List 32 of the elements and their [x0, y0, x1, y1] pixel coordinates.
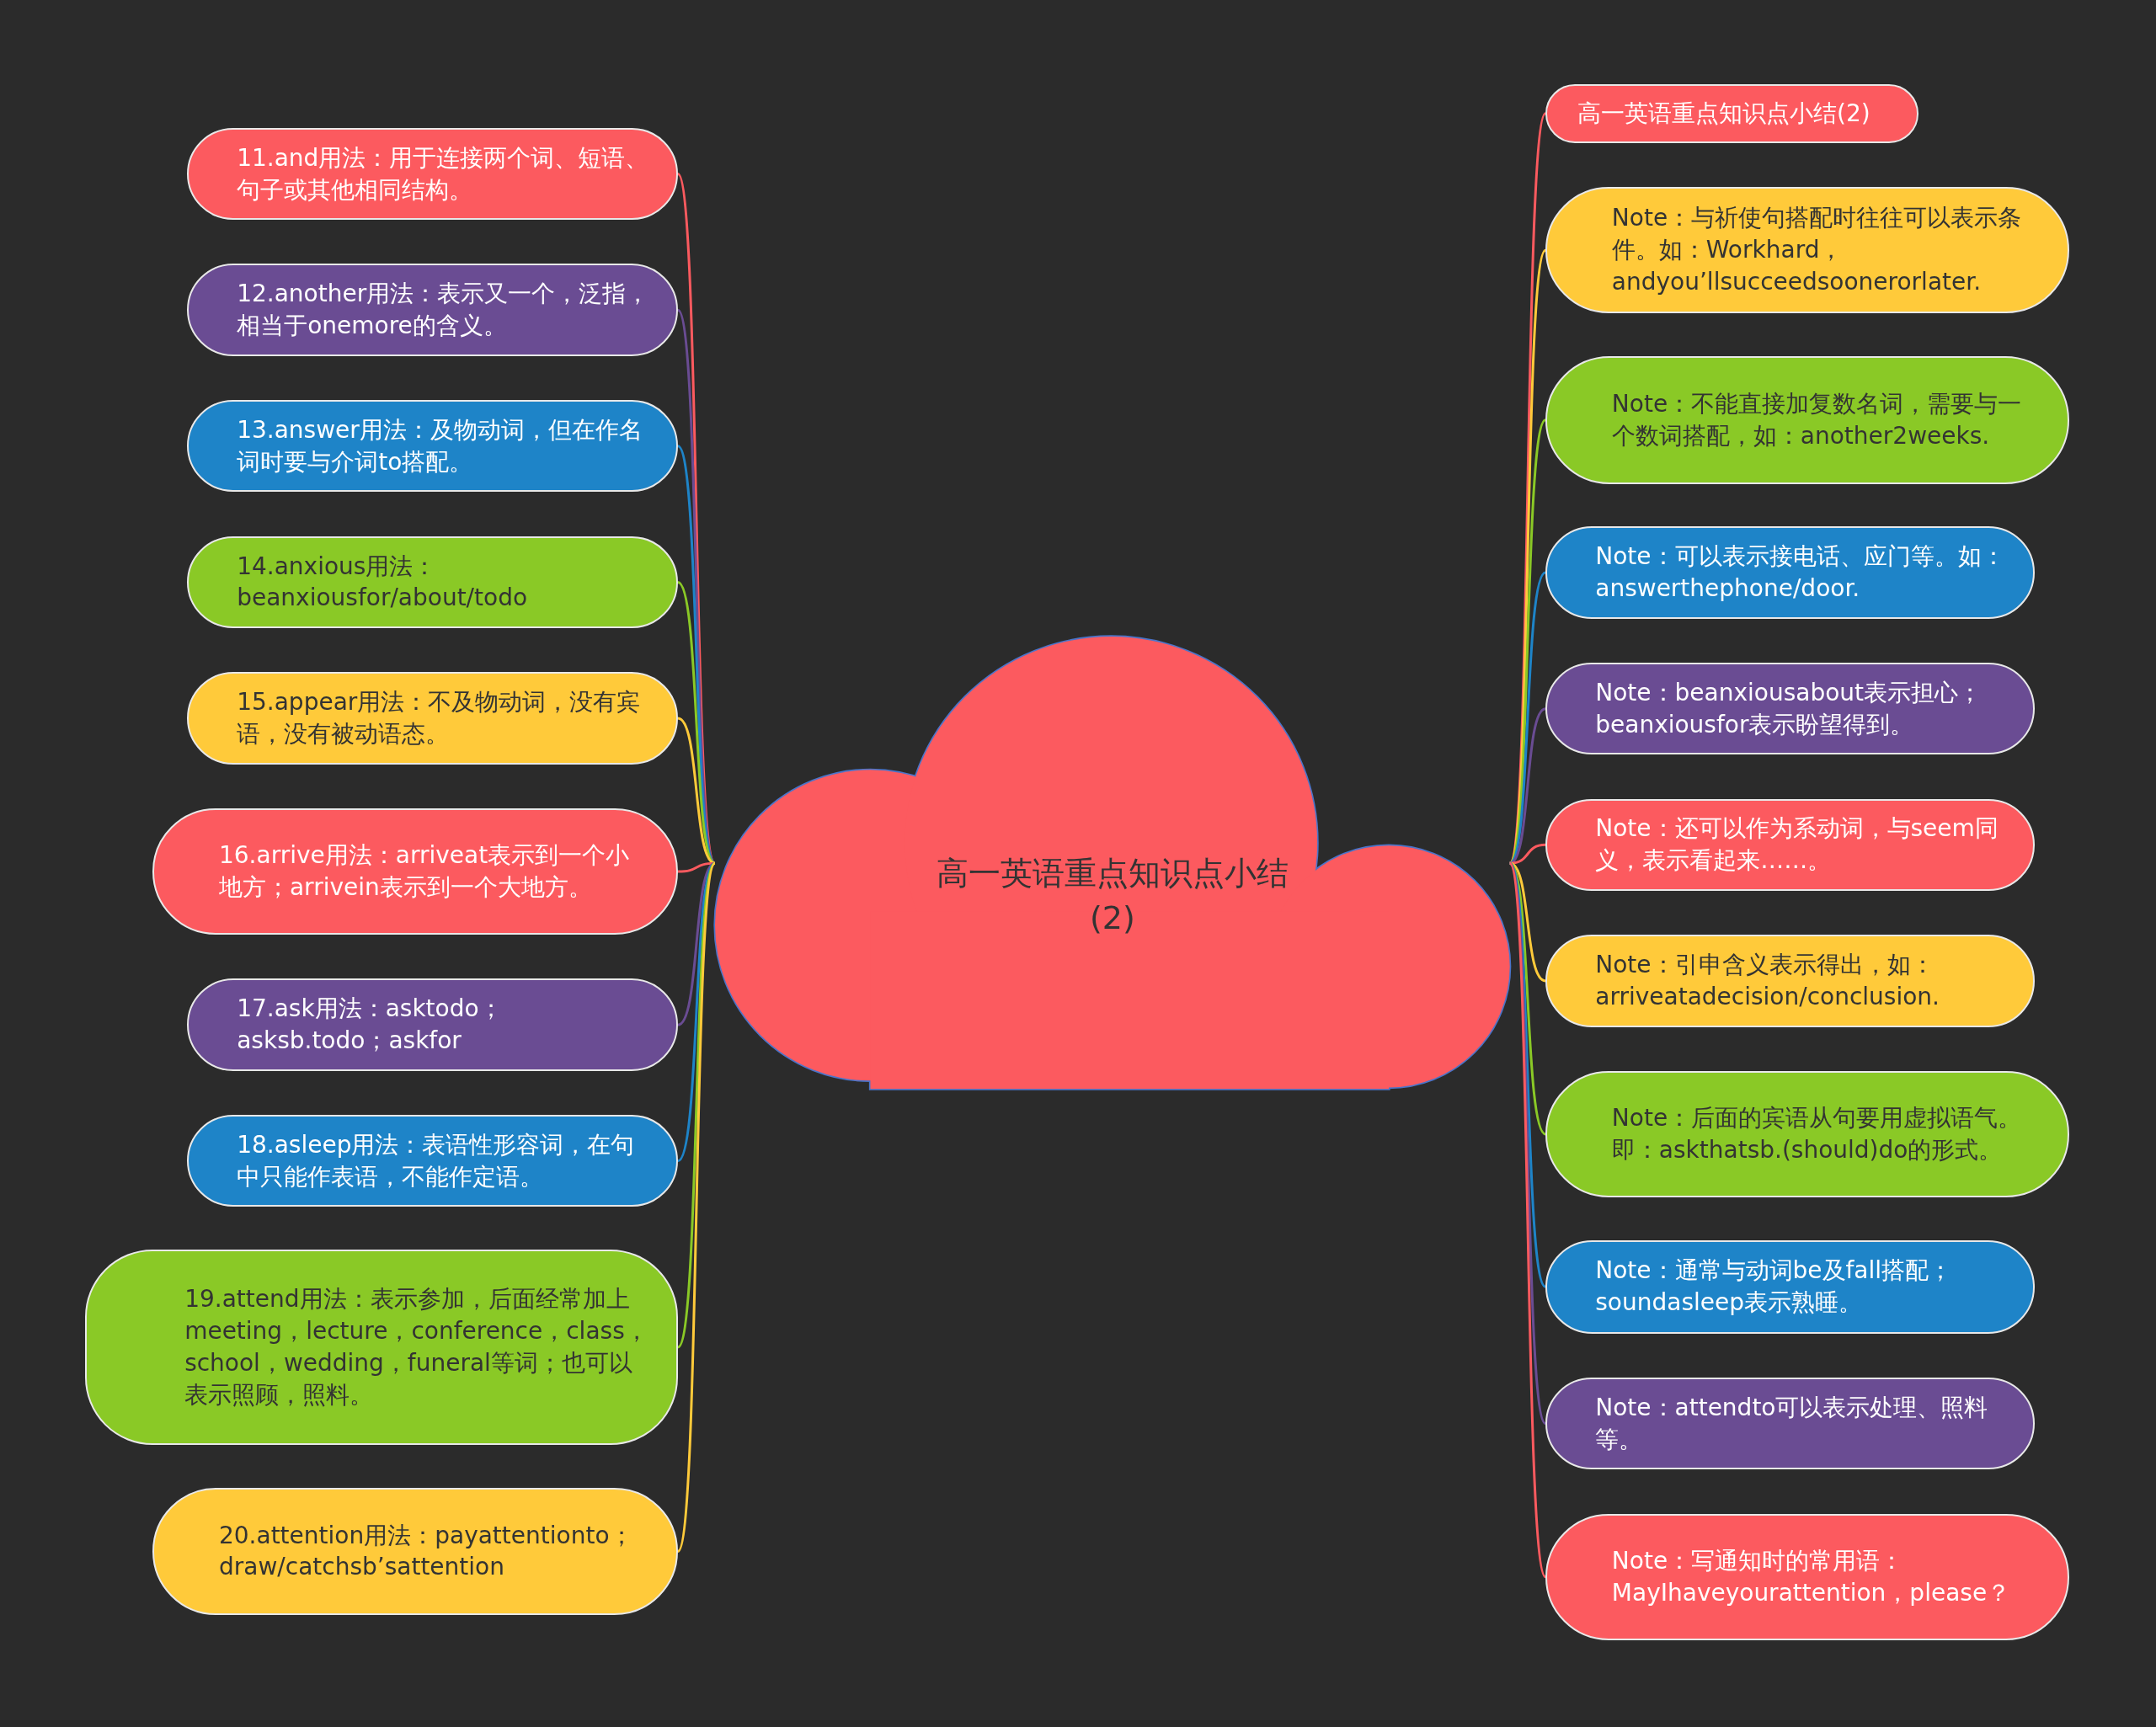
node-text: 高一英语重点知识点小结(2) [1577, 98, 1870, 129]
node-text: 15.appear用法：不及物动词，没有宾语，没有被动语态。 [237, 687, 642, 750]
branch-connector [1508, 707, 1546, 865]
topic-title: 高一英语重点知识点小结(2) [935, 854, 1289, 939]
node-text: Note：beanxiousabout表示担心；beanxiousfor表示盼望得到。 [1595, 677, 1983, 740]
branch-connector [1508, 862, 1547, 1287]
node-text: 16.arrive用法：arriveat表示到一个小地方；arrivein表示到一个大地方。 [218, 840, 631, 903]
node-text: Note：还可以作为系动词，与seem同义，表示看起来……。 [1595, 813, 1999, 877]
node-text: Note：引申含义表示得出，如：arriveatadecision/conclusion. [1595, 950, 1940, 1012]
branch-connector [1509, 861, 1546, 983]
node-text: 20.attention用法：payattentionto；draw/catchsb’sattention [218, 1520, 634, 1583]
branch-connector [676, 173, 717, 864]
topic-node [85, 1250, 678, 1445]
node-text: 13.answer用法：及物动词，但在作名词时要与介词to搭配。 [237, 415, 643, 477]
node-text: Note：写通知时的常用语：MayIhaveyourattention，please？ [1611, 1545, 2012, 1608]
node-text: 18.asleep用法：表语性形容词，在句中只能作表语，不能作定语。 [237, 1129, 636, 1192]
branch-connector [677, 862, 716, 1026]
node-text: 14.anxious用法：beanxiousfor/about/todo [237, 551, 529, 614]
node-text: Note：后面的宾语从句要用虚拟语气。即：askthatsb.(should)do的形式。 [1611, 1103, 2023, 1165]
node-text: Note：不能直接加复数名词，需要与一个数词搭配，如：another2weeks. [1611, 388, 2023, 451]
branch-connector [676, 862, 717, 1552]
node-text: Note：可以表示接电话、应门等。如：answerthephone/door. [1595, 541, 2006, 604]
node-text: 11.and用法：用于连接两个词、短语、句子或其他相同结构。 [237, 142, 650, 205]
branch-connector [677, 717, 716, 865]
node-text: 19.attend用法：表示参加，后面经常加上meeting，lecture，conference，class，school，wedding，funeral等词；也可以表示照顾，照料。 [184, 1284, 649, 1410]
node-text: Note：attendto可以表示处理、照料等。 [1595, 1392, 1989, 1455]
node-text: 12.another用法：表示又一个，泛指，相当于onemore的含义。 [237, 279, 651, 342]
branch-connector [1508, 862, 1547, 1578]
node-text: Note：与祈使句搭配时往往可以表示条件。如：Workhard，andyou’llsucceedsoonerorlater. [1611, 203, 2023, 298]
node-text: 17.ask用法：asktodo；asksb.todo；askfor [237, 994, 504, 1057]
node-text: Note：通常与动词be及fall搭配；soundasleep表示熟睡。 [1595, 1255, 1954, 1319]
branch-connector [1508, 572, 1547, 865]
